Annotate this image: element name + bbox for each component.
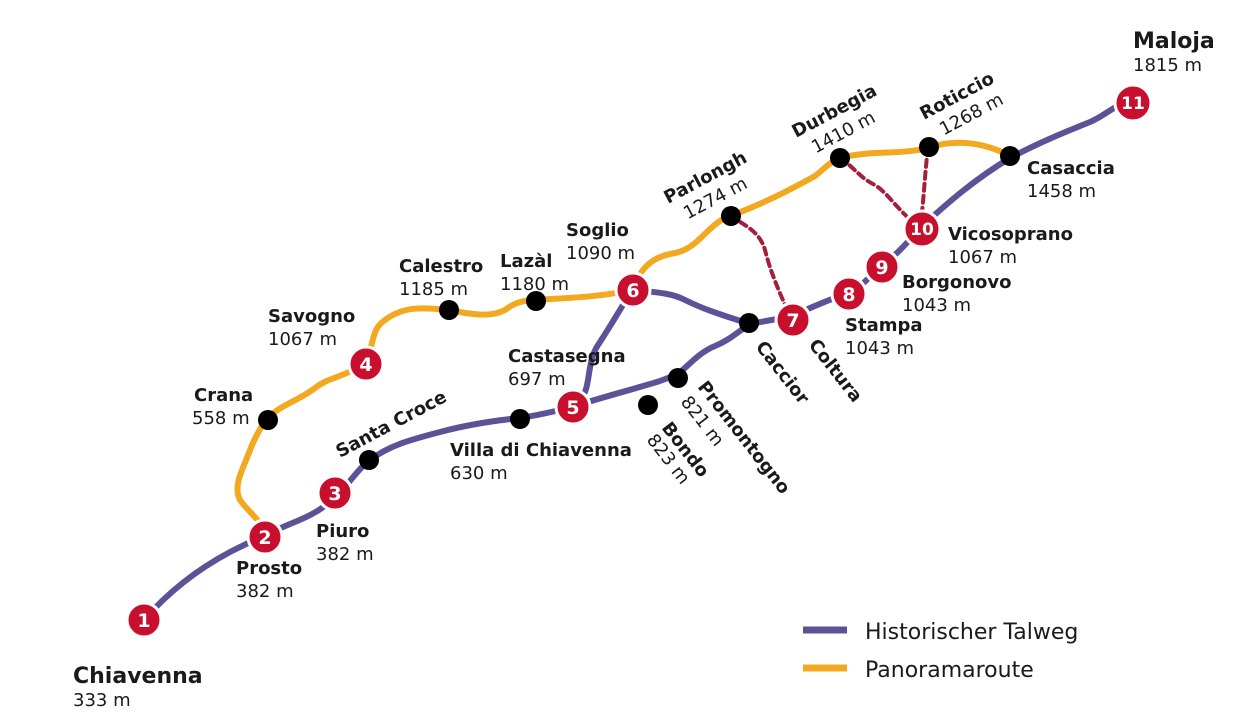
alt-lazal: 1180 m [500, 274, 569, 295]
label-villa-di-chiavenna: Villa di Chiavenna [450, 440, 632, 461]
label-lazal: Lazàl [500, 251, 552, 272]
label-group-parlongh: Parlongh 1274 m [660, 147, 750, 224]
stop-7: 7 [774, 301, 812, 339]
svg-text:9: 9 [875, 257, 888, 279]
alt-crana: 558 m [192, 408, 250, 429]
waypoint-crana [258, 410, 278, 430]
waypoint-bondo [638, 395, 658, 415]
label-savogno: Savogno [268, 306, 355, 327]
waypoint-lazal [526, 291, 546, 311]
svg-text:8: 8 [842, 284, 855, 306]
alt-castasegna: 697 m [508, 369, 566, 390]
stop-3: 3 [316, 474, 354, 512]
waypoint-calestro [439, 300, 459, 320]
connector-parlongh-coltura [728, 214, 794, 322]
svg-text:7: 7 [786, 310, 799, 332]
waypoint-parlongh [721, 206, 741, 226]
svg-text:5: 5 [566, 397, 579, 419]
alt-villa-di-chiavenna: 630 m [450, 463, 508, 484]
stop-2: 2 [246, 518, 284, 556]
alt-casaccia: 1458 m [1027, 181, 1096, 202]
label-casaccia: Casaccia [1027, 158, 1115, 179]
stop-10: 10 [902, 209, 942, 249]
label-crana: Crana [194, 385, 253, 406]
label-stampa: Stampa [845, 315, 923, 336]
label-castasegna: Castasegna [508, 346, 626, 367]
label-maloja: Maloja [1133, 29, 1215, 54]
waypoint-roticcio [919, 137, 939, 157]
stop-11: 11 [1113, 83, 1153, 123]
legend-label-panorama: Panoramaroute [865, 658, 1034, 683]
historic-branch-soglio [582, 287, 635, 395]
svg-text:3: 3 [328, 483, 341, 505]
label-prosto: Prosto [236, 558, 302, 579]
label-soglio: Soglio [566, 220, 629, 241]
alt-maloja: 1815 m [1133, 55, 1202, 76]
alt-savogno: 1067 m [268, 329, 337, 350]
waypoint-santa-croce [359, 450, 379, 470]
alt-borgonovo: 1043 m [902, 295, 971, 316]
stop-4: 4 [347, 345, 385, 383]
svg-text:10: 10 [910, 220, 934, 240]
waypoint-durbegia [830, 148, 850, 168]
historic-route-line [141, 99, 1133, 623]
legend-label-historic: Historischer Talweg [865, 620, 1078, 645]
svg-text:1: 1 [137, 610, 150, 632]
stop-9: 9 [863, 248, 901, 286]
label-piuro: Piuro [316, 521, 369, 542]
label-vicosoprano: Vicosoprano [948, 224, 1073, 245]
label-santa-croce: Santa Croce [332, 386, 450, 462]
stop-6: 6 [614, 271, 652, 309]
waypoint-caccior [739, 313, 759, 333]
svg-text:4: 4 [359, 354, 372, 376]
alt-stampa: 1043 m [845, 338, 914, 359]
legend: Historischer Talweg Panoramaroute [803, 620, 1078, 683]
svg-text:11: 11 [1121, 94, 1145, 114]
alt-vicosoprano: 1067 m [948, 247, 1017, 268]
stop-5: 5 [554, 388, 592, 426]
waypoint-promontogno [668, 368, 688, 388]
svg-text:6: 6 [626, 280, 639, 302]
label-calestro: Calestro [399, 256, 483, 277]
svg-text:2: 2 [258, 527, 271, 549]
stop-1: 1 [125, 601, 163, 639]
connector-durbegia-vicosoprano [838, 156, 922, 230]
alt-calestro: 1185 m [399, 279, 468, 300]
alt-chiavenna: 333 m [73, 690, 131, 711]
alt-soglio: 1090 m [566, 243, 635, 264]
label-borgonovo: Borgonovo [902, 272, 1012, 293]
label-group-roticcio: Roticcio 1268 m [916, 68, 1006, 140]
alt-piuro: 382 m [316, 544, 374, 565]
label-chiavenna: Chiavenna [73, 664, 203, 689]
stop-8: 8 [830, 275, 868, 313]
alt-prosto: 382 m [236, 581, 294, 602]
waypoint-casaccia [1000, 146, 1020, 166]
waypoint-villa-di-chiavenna [510, 409, 530, 429]
